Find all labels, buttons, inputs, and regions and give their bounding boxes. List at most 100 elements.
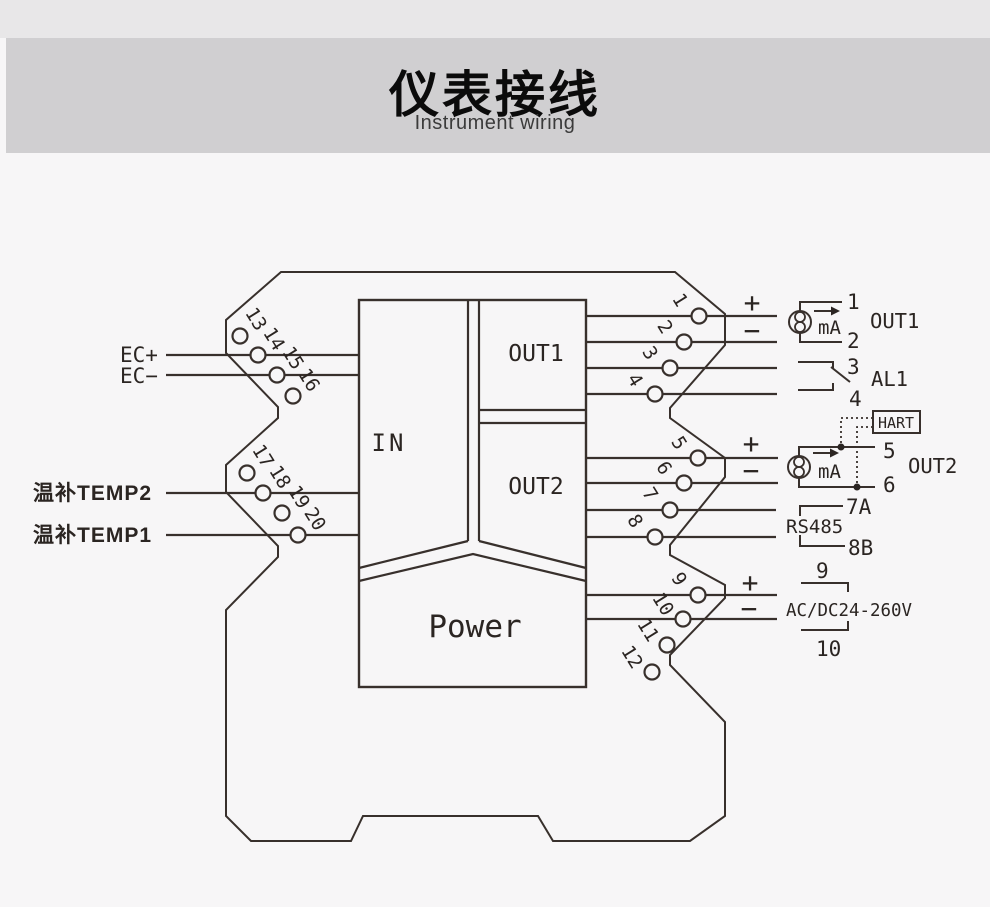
hart-dotted-link-1: [840, 417, 873, 443]
terminal-18-circle: [254, 484, 272, 502]
terminal-17-circle: [238, 464, 256, 482]
header-title-band: [6, 38, 990, 153]
al1-contact-top: [798, 361, 834, 368]
power-terminal-10-label: 10: [816, 637, 841, 661]
out1-ma-label: mA: [818, 317, 841, 339]
terminal-19-circle: [273, 504, 291, 522]
al1-contact-blade: [830, 366, 851, 383]
power-plus-sign: +: [742, 566, 759, 599]
terminal-2-circle: [675, 333, 693, 351]
terminal-5-number: 5: [666, 432, 691, 453]
out2-flow-arrow-icon: [830, 448, 839, 458]
header-top-strip: [0, 0, 990, 38]
al1-terminal-3-label: 3: [847, 355, 860, 379]
out1-external: + − mA 1 2 OUT1: [744, 286, 920, 353]
terminal-14-circle: [249, 346, 267, 364]
power-external: + − 9 AC/DC24-260V 10: [741, 559, 913, 661]
power-isolation-upper-right: [478, 539, 587, 570]
out2-current-source-inner-bottom: [793, 466, 805, 478]
power-bracket-top: [801, 582, 849, 592]
ec-minus-label: EC−: [120, 364, 158, 388]
out2-current-source-icon: [787, 455, 811, 479]
right-wires: [586, 314, 778, 621]
out2-loop-bottom: [798, 478, 875, 488]
device-outline: [225, 271, 726, 842]
rs485-external: RS485 7A 8B: [786, 495, 873, 560]
out2-external: HART + − mA 5 6 OUT2: [743, 410, 957, 497]
out1-label: OUT1: [870, 309, 919, 333]
page-title: 仪表接线: [389, 67, 601, 123]
terminal-2-number: 2: [652, 316, 677, 337]
terminal-12-circle: [643, 663, 661, 681]
terminal-20-circle: [289, 526, 307, 544]
module-in-label: IN: [372, 429, 407, 457]
out2-label: OUT2: [908, 454, 957, 478]
terminal-13-circle: [231, 327, 249, 345]
rs485-terminal-7a-label: 7A: [846, 495, 872, 519]
out2-minus-sign: −: [743, 454, 760, 487]
terminal-1-circle: [690, 307, 708, 325]
al1-external: 3 4 AL1: [798, 355, 908, 411]
power-bracket-bottom: [801, 621, 849, 631]
out1-terminal-2-label: 2: [847, 329, 860, 353]
terminal-6-circle: [675, 474, 693, 492]
out1-current-source-icon: [788, 310, 812, 334]
terminal-8-number: 8: [622, 510, 647, 531]
device-outline-path: [225, 271, 726, 842]
core-module: IN OUT1 OUT2 Power: [357, 298, 588, 689]
power-isolation-upper-left: [358, 539, 469, 570]
out2-terminal-5-label: 5: [883, 439, 896, 463]
left-terminal-numbers: 13 14 15 16 17 18 19 20: [240, 304, 330, 535]
out1-current-source-inner-bottom: [794, 321, 806, 333]
out2-plus-sign: +: [743, 427, 760, 460]
terminal-4-circle: [646, 385, 664, 403]
module-power-label: Power: [428, 609, 521, 645]
out1-loop-top: [799, 301, 842, 311]
terminal-circles: [231, 307, 708, 681]
power-isolation-lower: [358, 552, 587, 583]
hart-label: HART: [878, 414, 914, 432]
ec-plus-label: EC+: [120, 343, 158, 367]
terminal-9-circle: [689, 586, 707, 604]
temp1-label: 温补TEMP1: [33, 524, 152, 547]
out2-current-source-inner-top: [793, 456, 805, 468]
out1-current-source-inner-top: [794, 311, 806, 323]
out2-terminal-6-label: 6: [883, 473, 896, 497]
terminal-3-circle: [661, 359, 679, 377]
page-subtitle: Instrument wiring: [414, 112, 576, 134]
module-out1-label: OUT1: [508, 341, 563, 367]
terminal-4-number: 4: [622, 369, 647, 390]
al1-terminal-4-label: 4: [849, 387, 862, 411]
al1-label: AL1: [871, 367, 908, 391]
terminal-1-number: 1: [667, 289, 692, 310]
out1-plus-sign: +: [744, 286, 761, 319]
module-out2-label: OUT2: [508, 474, 563, 500]
terminal-15-circle: [268, 366, 286, 384]
terminal-12-number: 12: [616, 642, 647, 673]
rs485-terminal-8b-label: 8B: [848, 536, 873, 560]
terminal-3-number: 3: [637, 342, 662, 363]
power-minus-sign: −: [741, 592, 758, 625]
terminal-6-number: 6: [651, 457, 676, 478]
out1-flow-arrow-icon: [831, 306, 840, 316]
terminal-7-circle: [661, 501, 679, 519]
out2-loop-top: [798, 446, 875, 456]
power-terminal-9-label: 9: [816, 559, 829, 583]
out2-ma-label: mA: [818, 461, 841, 483]
hart-dotted-link-2: [856, 426, 873, 483]
rs485-bracket-bottom: [799, 535, 845, 547]
out1-terminal-1-label: 1: [847, 290, 860, 314]
rs485-bracket-top: [799, 505, 843, 516]
out2-junction-dot-bottom: [853, 483, 861, 491]
terminal-16-circle: [284, 387, 302, 405]
terminal-9-number: 9: [666, 568, 691, 589]
out1-loop-bottom: [799, 333, 842, 343]
terminal-5-circle: [689, 449, 707, 467]
hart-box: [872, 410, 921, 434]
terminal-11-circle: [658, 636, 676, 654]
temp2-label: 温补TEMP2: [33, 482, 152, 505]
rs485-label: RS485: [786, 516, 843, 538]
terminal-7-number: 7: [637, 483, 662, 504]
power-voltage-label: AC/DC24-260V: [786, 600, 912, 621]
